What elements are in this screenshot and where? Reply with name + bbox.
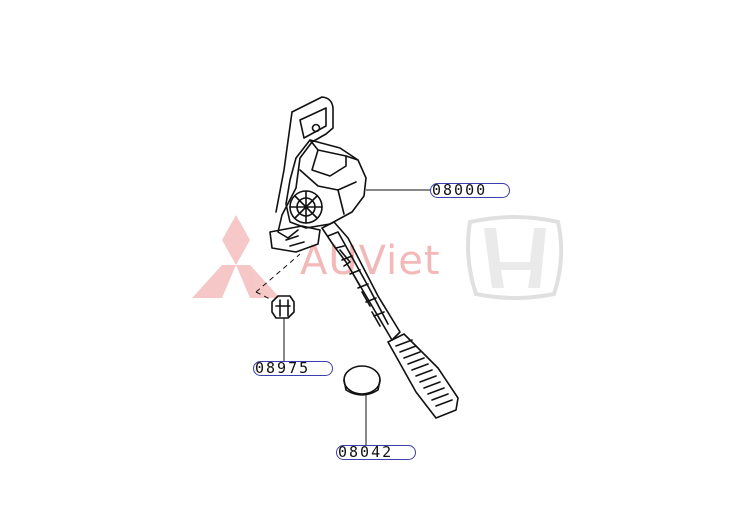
part-number-08042: 08042 (338, 443, 394, 461)
callout-box-08975 (253, 361, 333, 376)
stopper-part (343, 365, 381, 396)
mitsubishi-logo (192, 215, 280, 298)
pedal-pad (387, 333, 459, 419)
callout-box-08042 (336, 445, 416, 460)
honda-logo (466, 215, 564, 300)
callout-box-08000 (430, 183, 510, 198)
part-number-08000: 08000 (432, 181, 488, 199)
pedal-housing (285, 139, 367, 229)
nut-part (271, 295, 295, 319)
dashed-guide-2 (255, 291, 273, 301)
dashed-guide (255, 253, 301, 293)
pedal-arm (321, 221, 401, 341)
part-number-08975: 08975 (255, 359, 311, 377)
watermark-text: AUViet (300, 238, 441, 284)
